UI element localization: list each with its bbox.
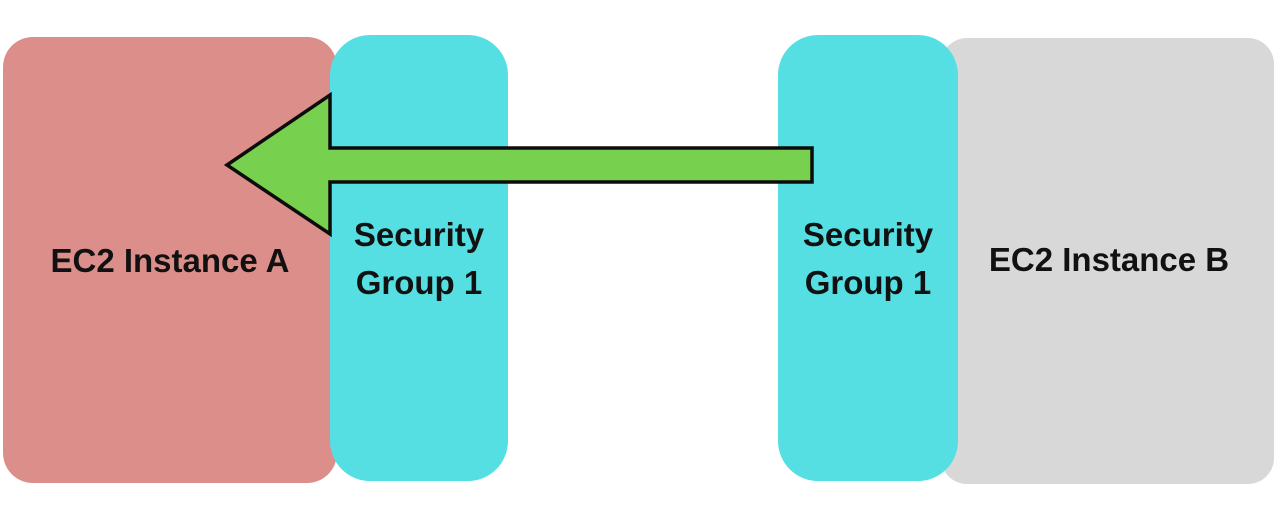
node-security-group-right [778, 35, 958, 481]
label-security-group-left-line2: Group 1 [355, 264, 483, 301]
label-security-group-right-line2: Group 1 [804, 264, 932, 301]
node-ec2-instance-b [941, 38, 1274, 484]
arrow-left-icon [223, 91, 814, 238]
label-security-group-right-line1: Security [802, 216, 934, 253]
node-security-group-left [330, 35, 508, 481]
label-security-group-left: Security Group 1 [330, 211, 508, 307]
node-ec2-instance-a [3, 37, 337, 483]
label-ec2-instance-b: EC2 Instance B [988, 241, 1230, 278]
label-security-group-right: Security Group 1 [778, 211, 958, 307]
label-security-group-left-line1: Security [353, 216, 485, 253]
label-ec2-instance-a: EC2 Instance A [50, 242, 290, 279]
